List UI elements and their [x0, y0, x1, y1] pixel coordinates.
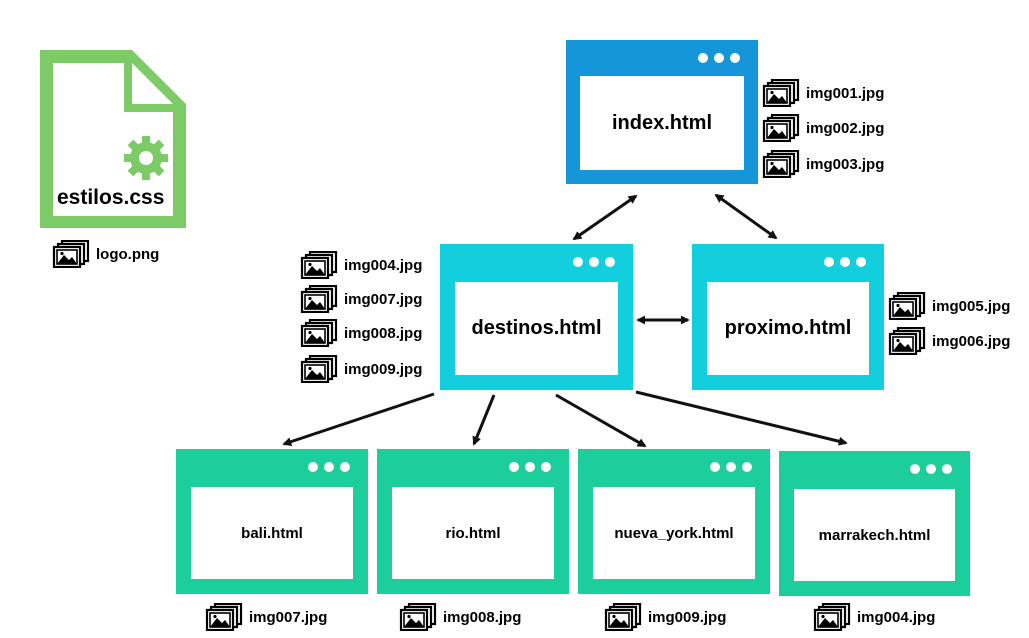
- image-stack-icon: [300, 355, 338, 383]
- file-label: img008.jpg: [443, 608, 522, 626]
- file-item: img006.jpg: [888, 327, 1010, 355]
- file-label: img001.jpg: [806, 84, 885, 102]
- file-label: img007.jpg: [344, 290, 423, 308]
- image-stack-icon: [813, 603, 851, 631]
- image-stack-icon: [52, 240, 90, 268]
- page-title: bali.html: [241, 524, 303, 542]
- file-item: img009.jpg: [604, 603, 726, 631]
- arrow-index-proximo: [714, 193, 778, 240]
- gear-icon: [124, 136, 168, 180]
- window-controls: [573, 257, 615, 267]
- file-item: img004.jpg: [300, 251, 422, 279]
- window-proximo[interactable]: proximo.html: [692, 244, 884, 390]
- file-label: img004.jpg: [857, 608, 936, 626]
- window-controls: [698, 53, 740, 63]
- file-label: img009.jpg: [648, 608, 727, 626]
- file-label: logo.png: [96, 245, 160, 263]
- window-controls: [710, 462, 752, 472]
- page-title: destinos.html: [471, 317, 602, 339]
- image-stack-icon: [604, 603, 642, 631]
- file-label: img006.jpg: [932, 332, 1011, 350]
- file-label: img004.jpg: [344, 256, 423, 274]
- page-title: rio.html: [445, 524, 501, 542]
- css-file-icon: [40, 50, 186, 228]
- window-controls: [308, 462, 350, 472]
- window-marrakech[interactable]: marrakech.html: [779, 451, 970, 596]
- arrow-index-destinos: [572, 194, 638, 241]
- file-label: img005.jpg: [932, 297, 1011, 315]
- file-item: img002.jpg: [762, 114, 884, 142]
- image-stack-icon: [762, 114, 800, 142]
- stylesheet-label: estilos.css: [57, 186, 165, 209]
- image-stack-icon: [300, 285, 338, 313]
- window-rio[interactable]: rio.html: [377, 449, 569, 594]
- page-title: nueva_york.html: [614, 524, 734, 542]
- file-item: img007.jpg: [205, 603, 327, 631]
- window-bali[interactable]: bali.html: [176, 449, 368, 594]
- image-stack-icon: [300, 319, 338, 347]
- arrow-destinos-rio: [472, 394, 496, 446]
- file-item: img009.jpg: [300, 355, 422, 383]
- image-stack-icon: [888, 327, 926, 355]
- file-label: img007.jpg: [249, 608, 328, 626]
- file-logo: logo.png: [52, 240, 159, 268]
- window-destinos[interactable]: destinos.html: [440, 244, 633, 390]
- file-label: img002.jpg: [806, 119, 885, 137]
- file-label: img008.jpg: [344, 324, 423, 342]
- page-title: marrakech.html: [818, 526, 931, 544]
- window-controls: [509, 462, 551, 472]
- window-controls: [824, 257, 866, 267]
- arrow-destinos-marrakech: [635, 390, 848, 446]
- file-item: img005.jpg: [888, 292, 1010, 320]
- window-controls: [910, 464, 952, 474]
- arrow-destinos-bali: [282, 392, 435, 446]
- image-stack-icon: [300, 251, 338, 279]
- file-item: img001.jpg: [762, 79, 884, 107]
- file-item: img008.jpg: [300, 319, 422, 347]
- page-title: index.html: [611, 111, 712, 134]
- file-item: img008.jpg: [399, 603, 521, 631]
- image-stack-icon: [762, 150, 800, 178]
- file-item: img007.jpg: [300, 285, 422, 313]
- file-item: img003.jpg: [762, 150, 884, 178]
- file-item: img004.jpg: [813, 603, 935, 631]
- image-stack-icon: [762, 79, 800, 107]
- file-label: img003.jpg: [806, 155, 885, 173]
- image-stack-icon: [399, 603, 437, 631]
- page-title: proximo.html: [724, 317, 852, 339]
- image-stack-icon: [888, 292, 926, 320]
- window-index[interactable]: index.html: [566, 40, 758, 184]
- image-stack-icon: [205, 603, 243, 631]
- arrow-destinos-nueva-york: [555, 393, 647, 448]
- file-label: img009.jpg: [344, 360, 423, 378]
- window-nueva-york[interactable]: nueva_york.html: [578, 449, 770, 594]
